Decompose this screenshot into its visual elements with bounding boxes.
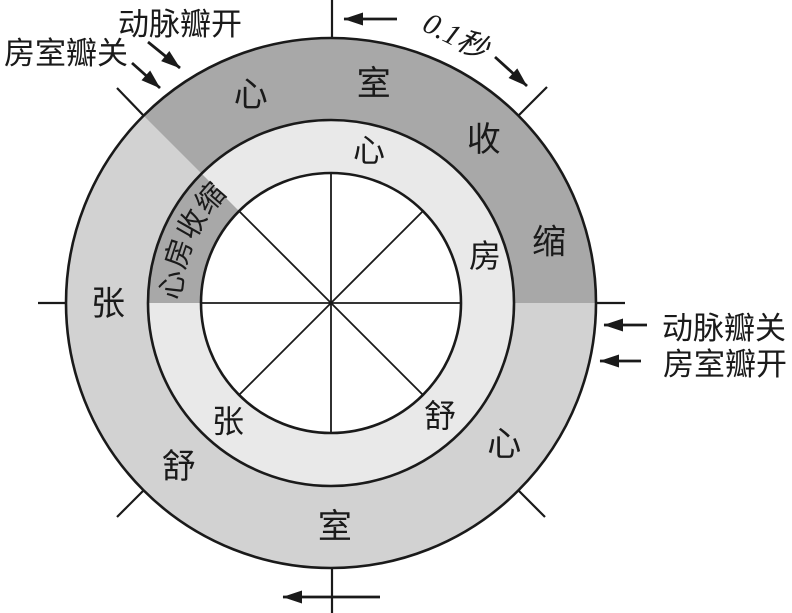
ring-char: 房 bbox=[469, 238, 501, 274]
ring-char: 室 bbox=[318, 508, 352, 546]
ring-char: 舒 bbox=[162, 448, 196, 486]
duration-right-arrow bbox=[494, 55, 528, 88]
av-valve-close-label: 房室瓣关 bbox=[4, 36, 128, 71]
ventricular-systole-label: 心 室 收 缩 bbox=[234, 65, 566, 261]
ventricular-diastole-label: 心 室 舒 张 bbox=[91, 286, 521, 546]
ring-char: 收 bbox=[467, 121, 501, 159]
radial-spokes bbox=[201, 173, 461, 433]
av-valve-close-arrow bbox=[131, 61, 161, 90]
ring-char: 室 bbox=[357, 65, 391, 103]
ventricular-systole-sector bbox=[143, 37, 596, 303]
tick-10-30 bbox=[116, 87, 145, 117]
ring-char: 舒 bbox=[424, 398, 456, 434]
middle-circle-outline bbox=[146, 118, 516, 488]
ring-char: 心 bbox=[234, 77, 268, 114]
ring-char: 缩 bbox=[532, 223, 566, 261]
av-valve-open-label: 房室瓣开 bbox=[663, 347, 787, 382]
ring-char: 张 bbox=[91, 286, 125, 323]
atrial-systole-sector bbox=[148, 173, 240, 303]
inner-circle-outline bbox=[199, 171, 463, 435]
sector-ticks bbox=[38, 0, 625, 613]
tick-7-30 bbox=[116, 489, 145, 518]
tick-1-30 bbox=[517, 86, 548, 117]
arterial-valve-open-label: 动脉瓣开 bbox=[118, 7, 242, 42]
arterial-valve-open-arrow bbox=[147, 40, 181, 70]
ring-char: 心 bbox=[487, 426, 521, 463]
ring-char: 心 bbox=[353, 133, 385, 169]
ring-char: 张 bbox=[212, 404, 244, 440]
arterial-valve-close-label: 动脉瓣关 bbox=[662, 311, 786, 346]
annotation-arrows bbox=[131, 12, 647, 604]
atrial-diastole-label: 心 房 舒 张 bbox=[212, 133, 501, 440]
tick-4-30 bbox=[517, 489, 546, 518]
spoke-diagonal-nw-se bbox=[238, 210, 424, 396]
